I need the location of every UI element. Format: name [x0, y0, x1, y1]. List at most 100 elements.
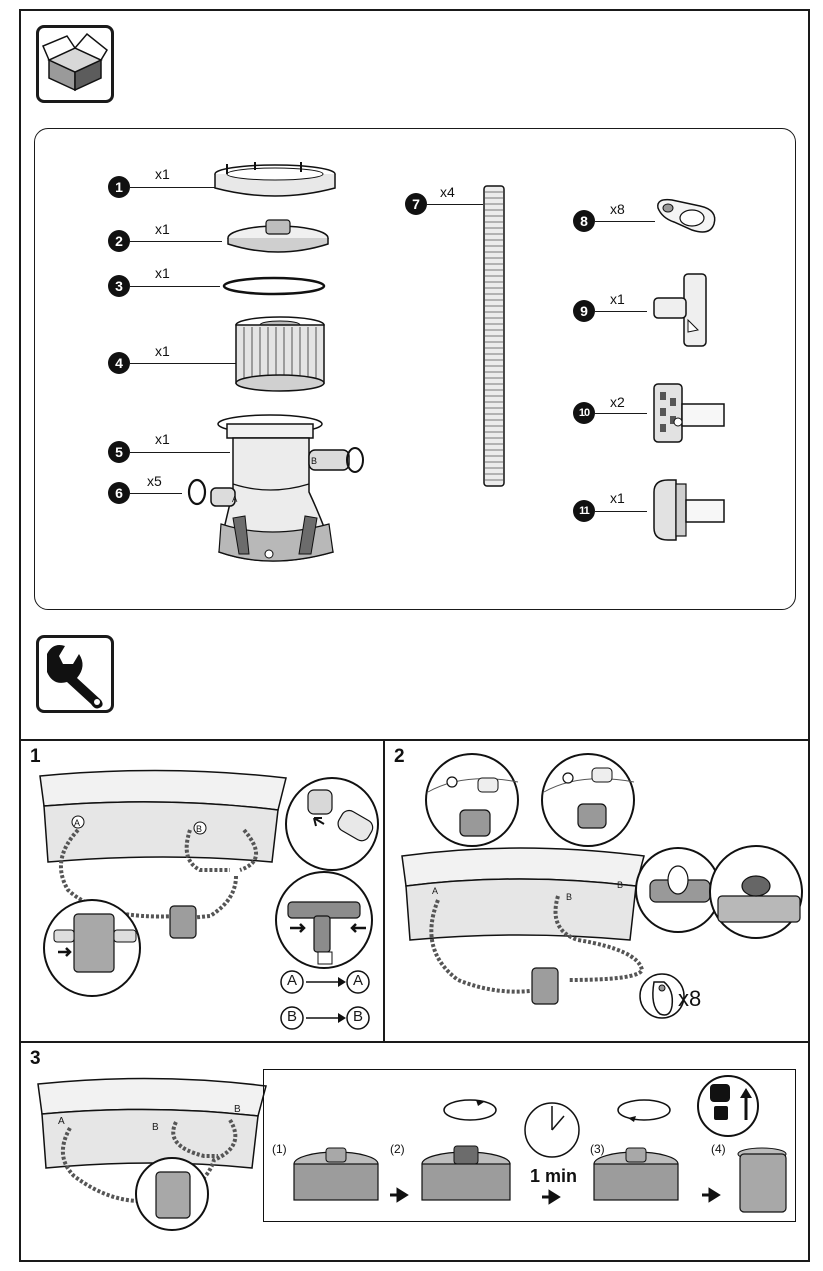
strainer-grid-part-drawing [653, 383, 725, 443]
step-1-hose-routing-drawing [59, 828, 258, 939]
part-qty-11: x1 [610, 490, 625, 506]
step-2-label-b-left: B [566, 892, 573, 902]
part-badge-9: 9 [573, 300, 595, 322]
step-1-mapping-b [280, 1006, 370, 1030]
arrow-right-icon [542, 1189, 561, 1205]
part-badge-3: 3 [108, 275, 130, 297]
part-leader-5 [130, 452, 230, 454]
rotate-cw-icon [617, 1099, 671, 1122]
step-1-tconnector-zoom-drawing [275, 871, 373, 969]
part-badge-4: 4 [108, 352, 130, 374]
step-3-substep-1-label: (1) [272, 1142, 287, 1156]
hose-clamp-part-drawing [657, 198, 716, 233]
part-badge-5: 5 [108, 441, 130, 463]
part-qty-7: x4 [440, 184, 455, 200]
part-badge-1: 1 [108, 176, 130, 198]
part-qty-4: x1 [155, 343, 170, 359]
steps-vertical-divider [383, 739, 385, 1042]
part-qty-1: x1 [155, 166, 170, 182]
part-qty-3: x1 [155, 265, 170, 281]
part-badge-10: 10 [573, 402, 595, 424]
step-2-clamp-zoom-right-drawing [709, 845, 803, 939]
part-qty-6: x5 [147, 473, 162, 489]
step-1-mapping-a-to: A [352, 972, 363, 989]
part-qty-5: x1 [155, 431, 170, 447]
part-leader-6 [130, 493, 182, 495]
part-badge-8: 8 [573, 210, 595, 232]
step-3-pool-wall-drawing [37, 1077, 267, 1203]
step-3-number: 3 [30, 1048, 41, 1069]
open-box-icon [42, 32, 108, 92]
step-3-label-b-right: B [234, 1104, 241, 1115]
step-2-wall-zoom-left-drawing [425, 753, 519, 847]
part-leader-10 [595, 413, 647, 415]
part-badge-2: 2 [108, 230, 130, 252]
assembly-header-box [36, 635, 114, 713]
part-leader-4 [130, 363, 238, 365]
part-qty-2: x1 [155, 221, 170, 237]
parts-list-panel [34, 128, 796, 610]
parts-header-box [36, 25, 114, 103]
step-3-substep-2-label: (2) [390, 1142, 405, 1156]
steps-top-divider [19, 739, 810, 741]
step-3-pump-zoom-drawing [135, 1157, 209, 1231]
wait-time-label: 1 min [530, 1166, 578, 1186]
step-3-filter-lid-drawing-2 [421, 1145, 511, 1201]
part-qty-8: x8 [610, 201, 625, 217]
step-3-filter-lid-drawing-1 [293, 1147, 379, 1201]
step-2-pool-wall-drawing [401, 847, 645, 1005]
t-connector-part-drawing [653, 273, 707, 347]
part-leader-3 [130, 286, 220, 288]
step-3-substep-4-label: (4) [711, 1142, 726, 1156]
lock-ring-part-drawing [214, 162, 336, 197]
steps-middle-divider [19, 1041, 810, 1043]
step-1-number: 1 [30, 746, 41, 767]
step-1-mapping-b-from: B [286, 1008, 297, 1025]
wrench-icon [47, 645, 103, 709]
part-leader-9 [595, 311, 647, 313]
part-leader-1 [130, 187, 220, 189]
step-3-label-a: A [58, 1116, 65, 1127]
step-2-clamp-count-icon [639, 973, 685, 1019]
step-1-mapping-a [280, 970, 370, 994]
part-qty-10: x2 [610, 394, 625, 410]
part-leader-2 [130, 241, 222, 243]
step-2-label-b-right: B [617, 880, 624, 890]
o-ring-part-drawing [222, 276, 326, 296]
step-1-pool-wall-drawing: A B [39, 769, 287, 863]
step-1-hose-zoom-drawing [285, 777, 379, 871]
step-1-mapping-a-from: A [286, 972, 297, 989]
svg-text:A: A [232, 495, 238, 504]
step-1-pump-zoom-drawing [43, 899, 141, 997]
step-3-filter-lid-drawing-3 [593, 1147, 679, 1201]
manual-page-frame [19, 9, 810, 1262]
step-3-substep-3-label: (3) [590, 1142, 605, 1156]
step-3-label-b-left: B [152, 1122, 159, 1133]
part-badge-11: 11 [573, 500, 595, 522]
arrow-right-icon [702, 1187, 721, 1203]
step-2-label-a: A [432, 886, 439, 896]
step-2-clamp-zoom-left-drawing [635, 847, 721, 933]
step-2-clamp-count: x8 [678, 986, 702, 1011]
step-2-wall-zoom-right-drawing [541, 753, 635, 847]
part-leader-11 [595, 511, 647, 513]
part-leader-8 [595, 221, 655, 223]
rotate-ccw-icon [443, 1099, 497, 1121]
svg-text:B: B [311, 456, 317, 466]
step-3-pump-running-drawing [737, 1147, 787, 1213]
filter-lid-part-drawing [227, 219, 329, 253]
power-plug-icon [697, 1075, 759, 1137]
clock-icon [524, 1102, 580, 1158]
gasket-part-drawing [187, 478, 207, 506]
step-2-number: 2 [394, 746, 405, 767]
part-qty-9: x1 [610, 291, 625, 307]
part-leader-7 [427, 204, 483, 206]
hose-part-drawing [483, 185, 505, 487]
step-1-wall-label-b: B [196, 824, 202, 834]
step-3-procedure-box [263, 1069, 796, 1222]
filter-cartridge-part-drawing [235, 316, 325, 392]
strainer-cap-part-drawing [653, 479, 725, 541]
step-1-mapping-b-to: B [352, 1008, 363, 1025]
part-badge-7: 7 [405, 193, 427, 215]
part-badge-6: 6 [108, 482, 130, 504]
